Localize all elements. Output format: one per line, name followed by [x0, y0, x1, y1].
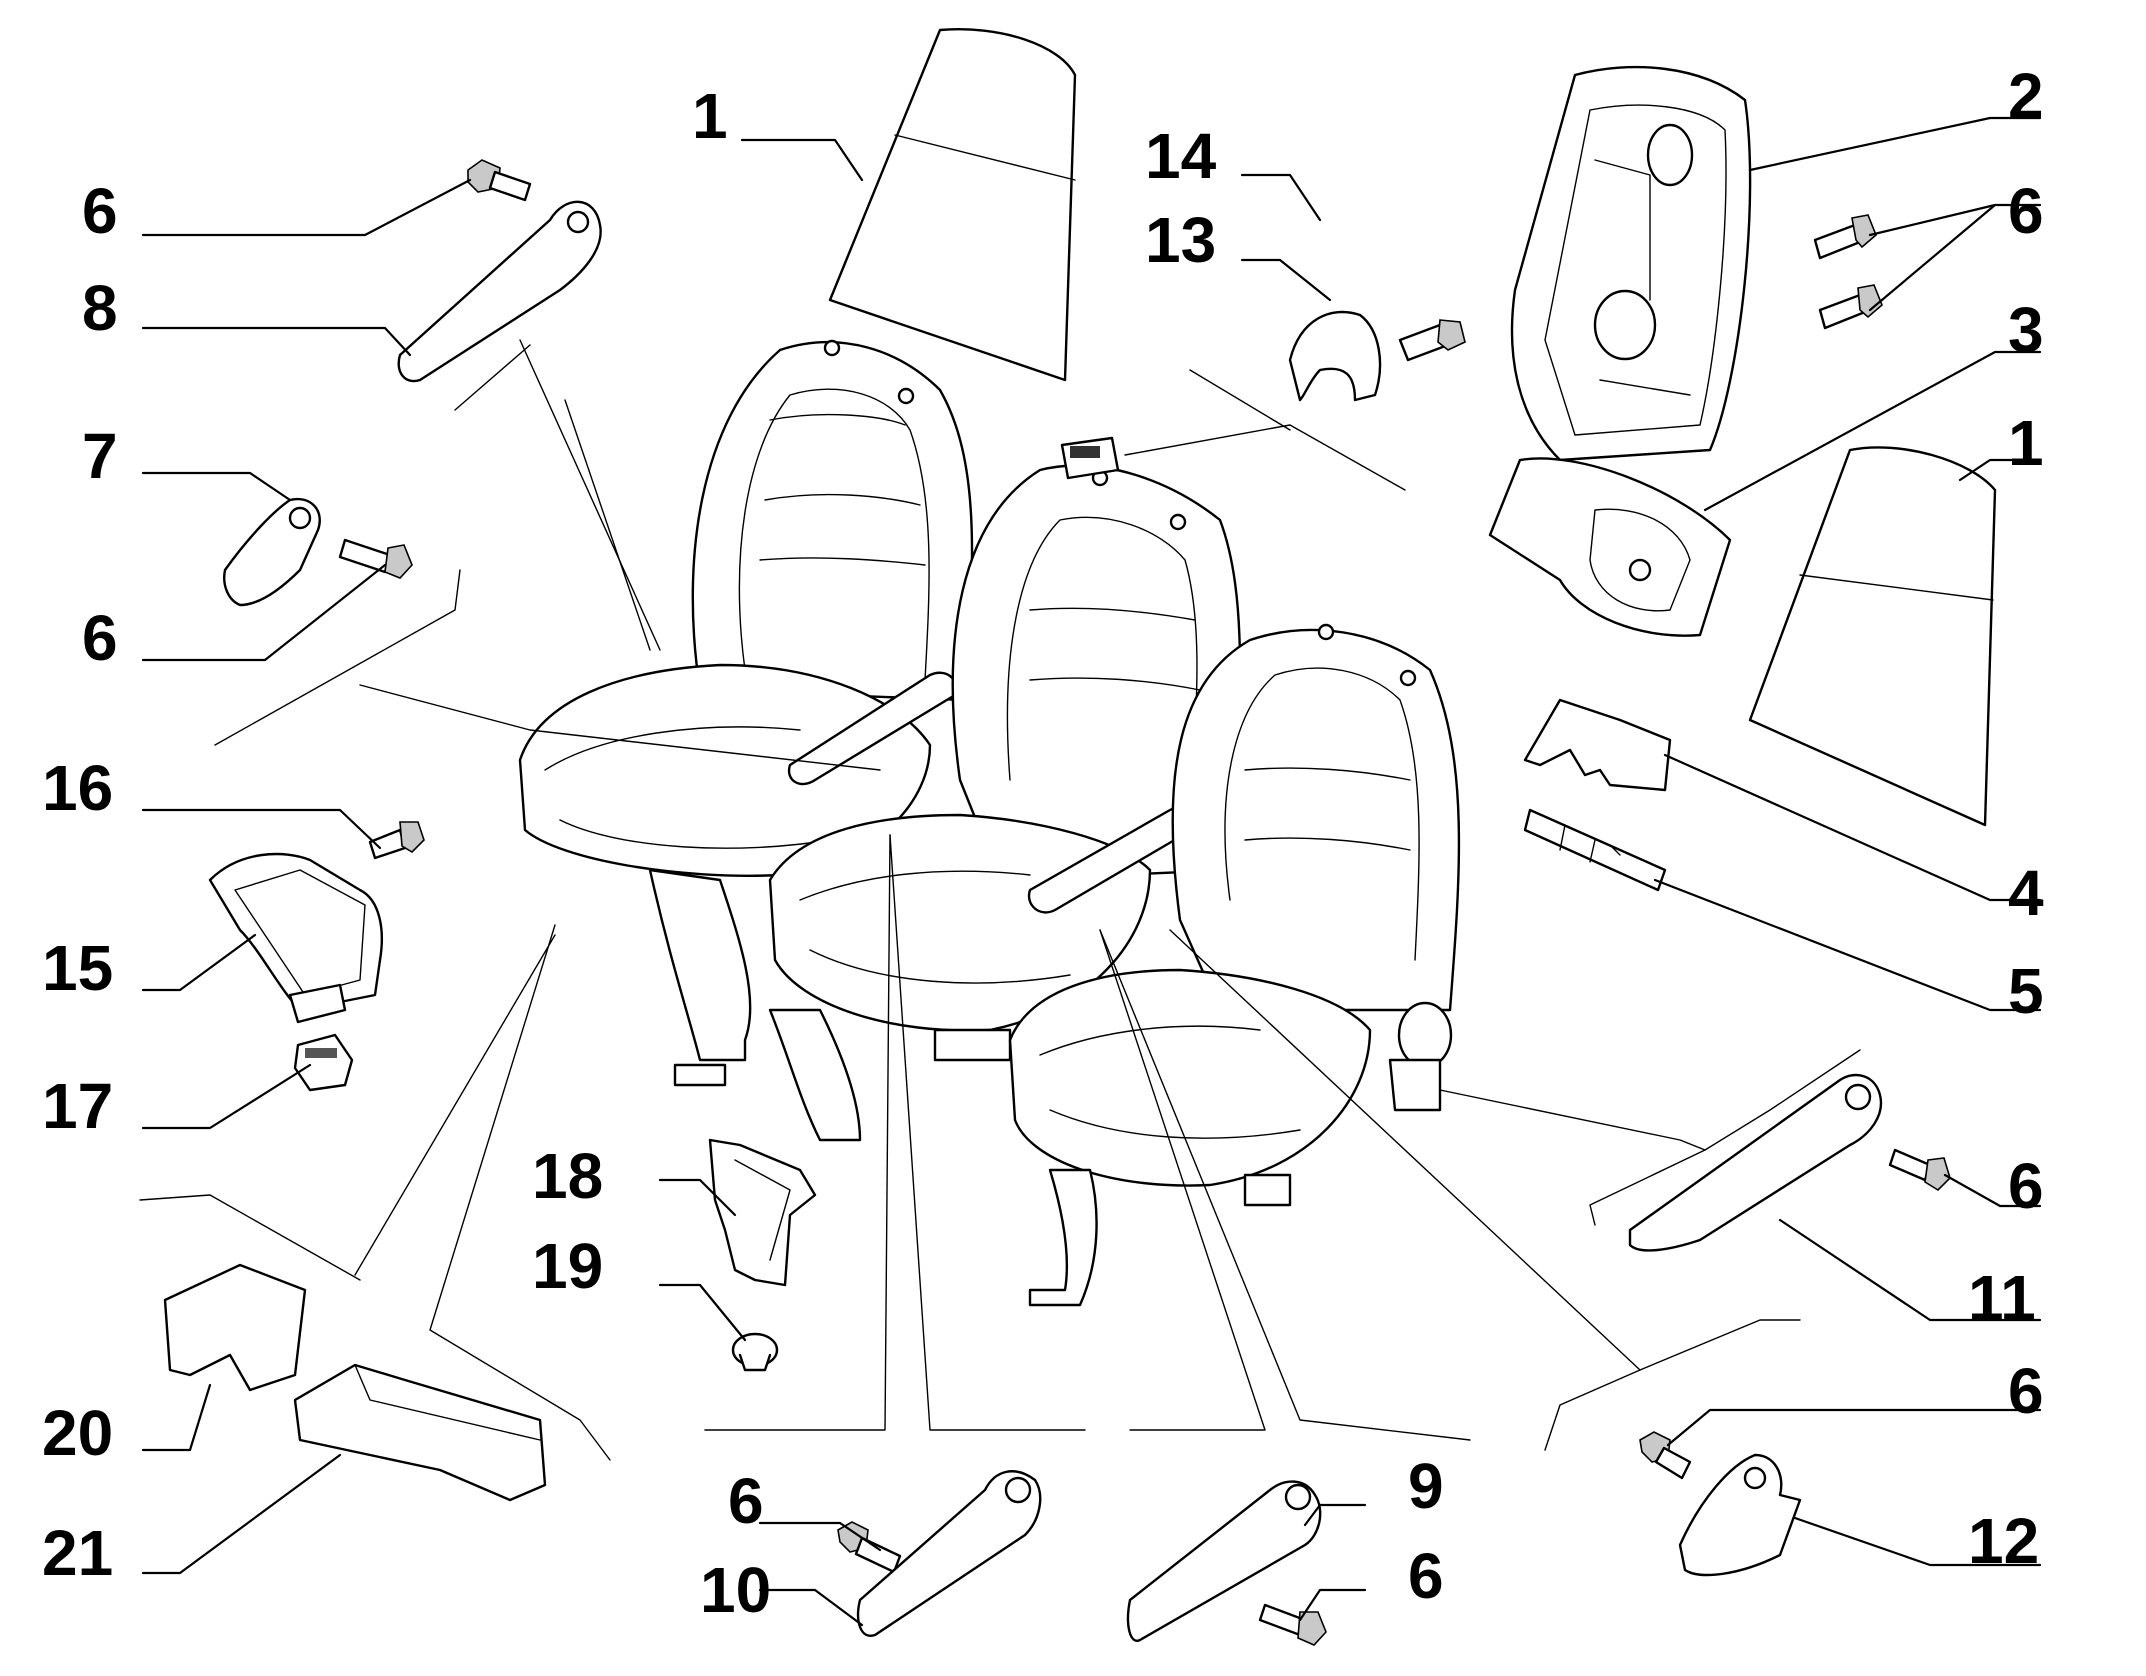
support-18 [708, 1138, 817, 1287]
callout-16: 16 [42, 752, 113, 824]
leader-lines [139, 116, 2042, 1627]
callout-12: 12 [1968, 1505, 2039, 1577]
cover-plate [1523, 698, 1672, 792]
bolt-6e [1888, 1148, 1951, 1192]
callout-labels: 1 1 2 3 4 5 6 6 6 6 6 6 6 7 8 9 10 11 12… [42, 60, 2044, 1626]
right-seat-cushion [1008, 968, 1372, 1187]
callout-20: 20 [42, 1397, 113, 1469]
recline-knob [1397, 1001, 1453, 1069]
backrest-panel-top [828, 28, 1077, 382]
callout-3: 3 [2008, 294, 2044, 366]
cap [1288, 310, 1382, 402]
callout-10: 10 [700, 1554, 771, 1626]
callout-21: 21 [42, 1517, 113, 1589]
callout-1-right: 1 [2008, 407, 2044, 479]
callout-19: 19 [532, 1230, 603, 1302]
bracket-10 [856, 1470, 1042, 1637]
bracket-12 [1678, 1453, 1802, 1577]
bracket-9 [1126, 1480, 1322, 1642]
duct-21 [293, 1363, 547, 1502]
seat-assembly [518, 339, 1461, 1307]
strip [1523, 808, 1667, 892]
callout-2: 2 [2008, 60, 2044, 132]
callout-15: 15 [42, 932, 113, 1004]
bolt-6c [1813, 214, 1877, 260]
callout-6-c: 6 [2008, 175, 2044, 247]
arm-11 [1628, 1073, 1883, 1252]
callout-4: 4 [2008, 857, 2044, 929]
bracket-8 [397, 200, 602, 383]
bolt-6g [837, 1521, 902, 1574]
callout-18: 18 [532, 1140, 603, 1212]
callout-6-d: 6 [2008, 1150, 2044, 1222]
housing-15 [208, 852, 383, 1012]
backrest-shell [1510, 65, 1752, 462]
bolt-6b [338, 538, 413, 579]
callout-1-top: 1 [692, 80, 728, 152]
callout-6-e: 6 [2008, 1355, 2044, 1427]
clip-17 [293, 1033, 354, 1092]
callout-7: 7 [82, 420, 118, 492]
screw-14 [1398, 319, 1466, 362]
callout-11: 11 [1968, 1262, 2036, 1334]
callout-6-a: 6 [82, 175, 118, 247]
callout-8: 8 [82, 272, 118, 344]
screw-16 [368, 821, 425, 860]
bolt-6d [1818, 284, 1883, 330]
backrest-panel-right [1748, 446, 1997, 827]
bolt-6h [1258, 1603, 1327, 1646]
callout-6-f: 6 [728, 1465, 764, 1537]
bolt-6a [467, 159, 532, 202]
callout-6-b: 6 [82, 602, 118, 674]
loose-parts [163, 28, 1997, 1646]
trim-piece [1488, 457, 1732, 637]
callout-17: 17 [42, 1070, 113, 1142]
cover-20 [163, 1263, 307, 1392]
callout-6-g: 6 [1408, 1540, 1444, 1612]
callout-13: 13 [1145, 204, 1216, 276]
callout-5: 5 [2008, 955, 2044, 1027]
right-seat-backrest [1171, 628, 1461, 1012]
left-seat-backrest [691, 340, 974, 702]
callout-9: 9 [1408, 1450, 1444, 1522]
callout-14: 14 [1145, 120, 1217, 192]
bolt-6f [1639, 1431, 1692, 1480]
